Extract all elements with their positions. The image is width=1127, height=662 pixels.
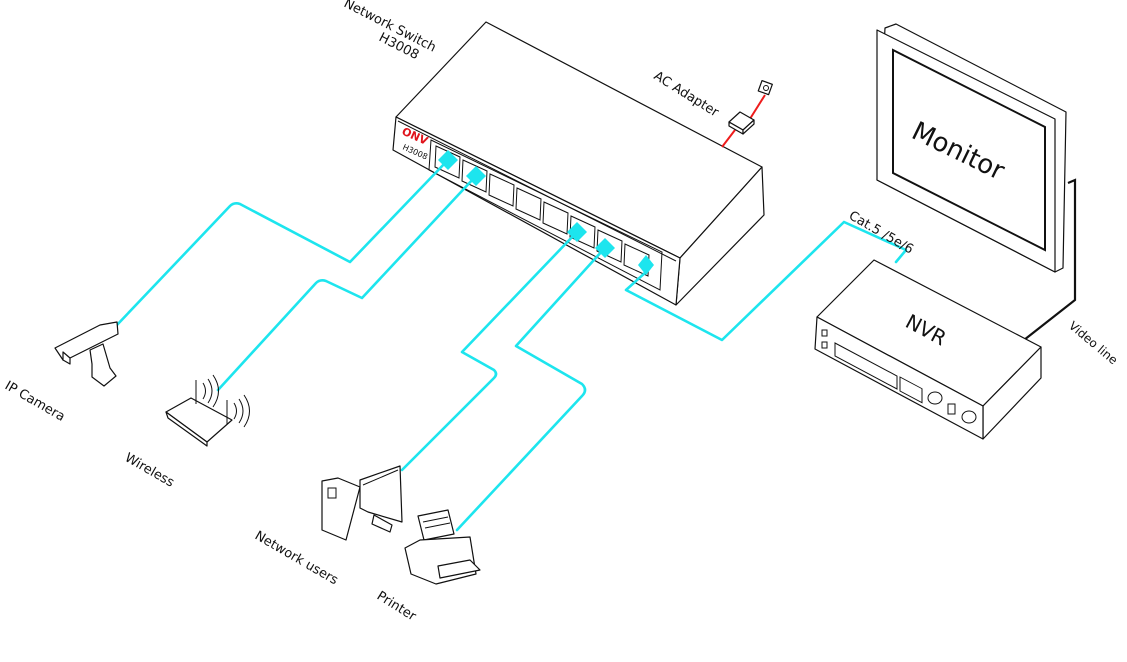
monitor: Monitor [876,23,1077,341]
printer-icon [404,509,481,585]
network-users-label: Network users [252,528,341,588]
printer-paper [417,509,455,541]
nvr-buttons [899,376,977,424]
printer-label: Printer [374,589,419,625]
wifi-waves-icon [202,374,219,408]
wireless-label: Wireless [122,450,177,490]
nvr: NVR [814,259,1042,440]
wireless-router-icon [165,374,250,447]
pc-monitor [359,465,403,523]
plug-08 [638,255,654,275]
cables [114,160,908,532]
pc-tower [321,477,361,541]
port-02[interactable] [461,159,488,193]
printer-tray [437,559,481,579]
port-04[interactable] [515,187,542,221]
port-plugs [438,150,654,275]
ip-camera-icon [54,321,119,387]
video-line-label: Video line [1066,319,1120,368]
port-08[interactable] [623,243,650,277]
nvr-front-face [814,316,984,440]
ip-camera-label: IP Camera [2,378,67,424]
network-users-icon [321,465,403,541]
cable-port01-ip-camera [114,160,448,328]
wall-outlet-icon [757,79,773,96]
port-05[interactable] [542,201,569,235]
cable-port07-printer [455,248,605,532]
monitor-screen [892,48,1046,252]
ac-adapter [721,79,773,148]
cable-port06-network-users [400,232,577,472]
port-panel [428,139,663,291]
cable-port02-wireless [216,176,476,392]
switch-front-face [392,116,681,306]
cable-port08-nvr [624,220,908,342]
video-line [1023,178,1077,341]
network-switch: ONV H3008 [392,21,765,306]
port-01[interactable] [434,145,461,179]
nvr-disc-tray [834,342,898,390]
port-07[interactable] [596,229,623,263]
camera-mount [89,343,117,387]
ac-adapter-label: AC Adapter [651,69,722,121]
cable-type-label: Cat.5 /5e/6 [846,208,916,257]
port-03[interactable] [488,173,515,207]
pc-stand [371,514,393,533]
